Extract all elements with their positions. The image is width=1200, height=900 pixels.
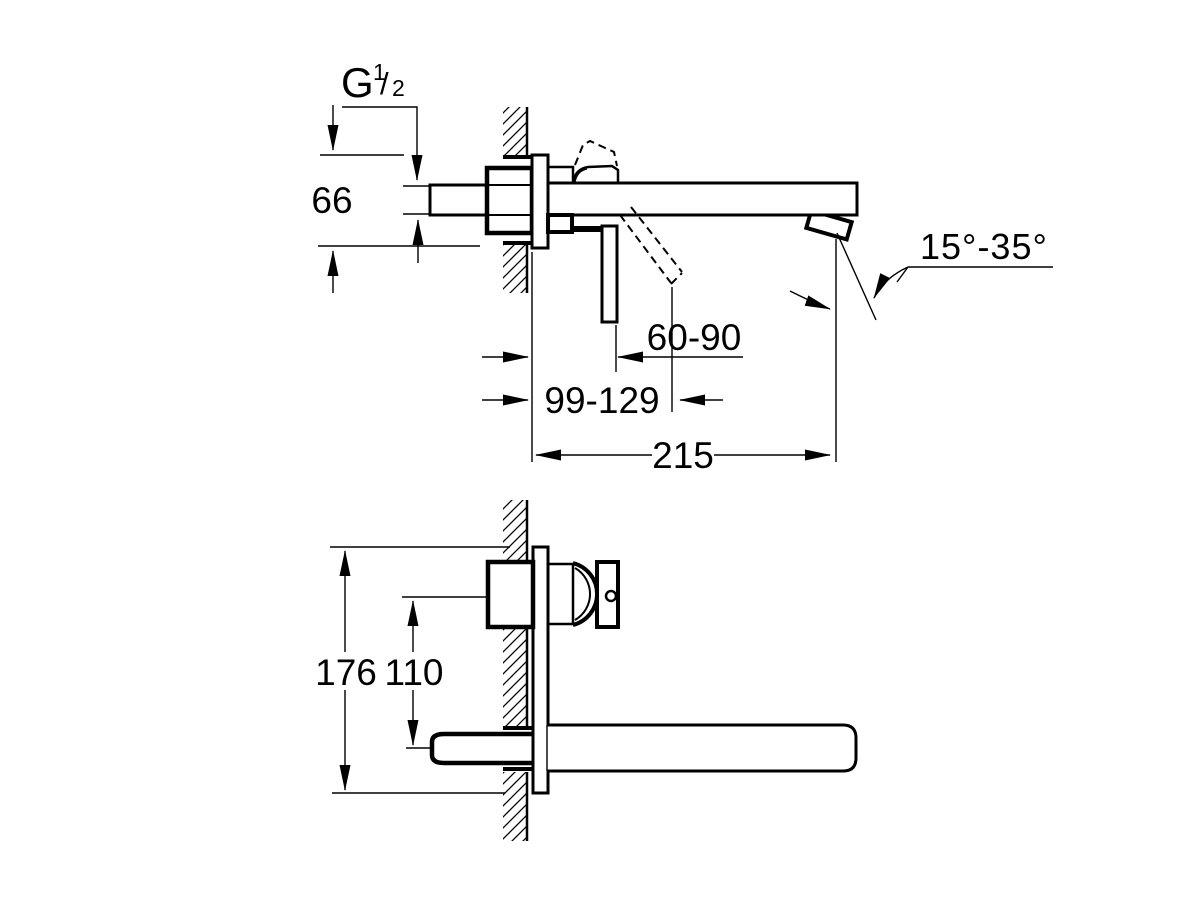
thread-callout: G 1 / 2 [341,59,424,263]
lever-handle-open-dashed [630,206,683,273]
wall-hatch-upper [503,500,527,561]
handle-dome-inner-arc [574,567,592,621]
angle-text: 15°-35° [920,226,1048,267]
wall-hatch-lower [503,243,527,293]
dim-body-height: 66 [311,105,480,293]
dim-text-66: 66 [311,180,352,221]
supply-pipe [428,183,490,217]
wall-section [503,107,533,293]
wall-plate [530,153,550,250]
thread-numerator: 1 [373,59,386,85]
dim-text-215: 215 [652,435,714,476]
dim-spout-projection: 215 [531,239,837,476]
dim-text-176: 176 [315,652,377,693]
handle-neck [546,562,575,626]
angle-leader-arrow [873,266,909,299]
wall-section [503,500,533,841]
thread-denominator: 2 [392,75,405,101]
angle-leader-tick [896,266,909,283]
handle-base [546,165,575,185]
lever-hub [546,213,574,234]
side-view: G 1 / 2 66 60-90 99-129 [311,59,1053,476]
handle-screw-hole [604,589,618,603]
handle-end-cap [595,560,620,629]
handle-dome-outer-arc [572,561,600,627]
angle-annotation: 15°-35° [789,226,1053,321]
angle-ray [836,232,877,321]
rough-in-body [484,165,535,236]
dim-text-99-129: 99-129 [544,380,659,421]
front-view: 176 110 [315,500,858,841]
lever-handle-down [600,224,619,324]
handle-knob-raised-dashed [574,139,618,167]
wall-plate [531,545,550,795]
wall-hatch-upper [503,107,527,157]
handle-knob [571,164,620,185]
handle-concealed-box [485,559,536,630]
spout-concealed-body [429,731,532,766]
dim-text-110: 110 [385,652,444,693]
wall-hatch-lower [503,772,527,841]
dim-handle-spout-offset: 110 [385,596,487,749]
wall-hatch-middle [503,629,527,727]
angle-arc-arrow [789,290,831,310]
thread-letter: G [341,59,374,106]
spout [547,723,858,773]
dim-total-height: 176 [315,546,510,794]
dim-lever-wall-distance: 60-90 [482,287,743,412]
thread-leader-arrow [342,106,423,181]
spout [546,181,859,217]
handle-knob-arc [574,168,588,183]
lever-handle-open-dashed [619,214,672,284]
thread-fraction-slash: / [380,66,389,101]
dim-text-60-90: 60-90 [647,317,742,358]
dim-lever-open-distance: 99-129 [482,380,723,421]
lever-handle-open-dashed [670,272,683,285]
